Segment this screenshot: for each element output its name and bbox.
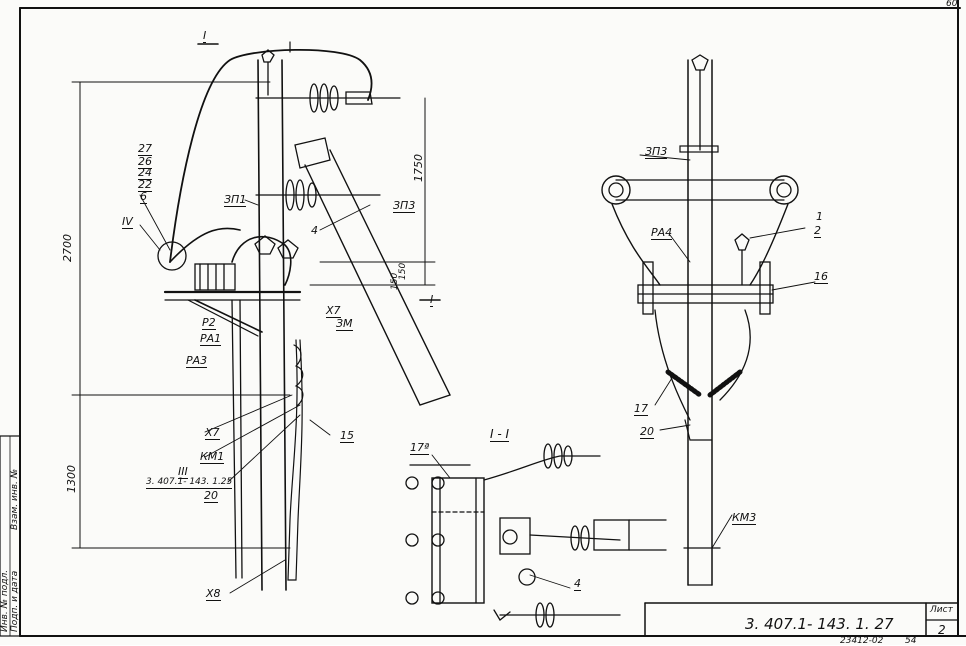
callout-2: 2 xyxy=(814,224,821,238)
callout-pa3: РА3 xyxy=(186,354,208,368)
drawing-code: 3. 407.1- 143. 1. 27 xyxy=(745,615,894,633)
callout-6: 6 xyxy=(140,190,147,204)
side-view xyxy=(71,41,451,594)
section-mark-bottom: I xyxy=(430,293,434,307)
callout-4-side: 4 xyxy=(311,224,318,237)
callout-27: 27 xyxy=(138,142,152,156)
dimension-upper: 1750 xyxy=(412,154,425,182)
section-mark-top: I xyxy=(203,29,207,43)
callout-reference: 3. 407.1- 143. 1.25 xyxy=(146,477,233,489)
callout-km3: КМ3 xyxy=(732,511,757,525)
callout-22: 22 xyxy=(138,178,152,192)
callout-17: 17 xyxy=(634,402,648,416)
callout-17a: 17ª xyxy=(410,441,430,455)
callout-km1: КМ1 xyxy=(200,450,225,464)
callout-x7-bottom: X7 xyxy=(205,426,220,440)
callout-26: 26 xyxy=(138,155,152,169)
callout-pa1: РА1 xyxy=(200,332,222,346)
callout-1: 1 xyxy=(816,210,823,223)
callout-20-side: 20 xyxy=(204,489,218,503)
callout-20-front: 20 xyxy=(640,425,654,439)
callout-zp3-front: ЗП3 xyxy=(645,145,668,159)
dimension-lower: 1300 xyxy=(65,465,78,493)
callout-x8: X8 xyxy=(206,587,221,601)
dimension-gap-2: 150 xyxy=(390,272,400,290)
section-view xyxy=(405,443,667,628)
callout-zm: ЗМ xyxy=(336,317,353,331)
margin-stamp-2: Подп. и дата xyxy=(10,570,20,632)
margin-stamp-3: Взам. инв. № xyxy=(10,468,20,530)
callout-iv: IV xyxy=(122,215,133,229)
callout-zp3: ЗП3 xyxy=(393,199,416,213)
callout-iii: III xyxy=(178,465,188,479)
callout-15: 15 xyxy=(340,429,354,443)
callout-p2: Р2 xyxy=(202,316,216,330)
front-view xyxy=(601,54,816,586)
callout-16: 16 xyxy=(814,270,828,284)
dimension-gap: 150 xyxy=(398,262,408,280)
callout-x7-top: X7 xyxy=(326,304,341,318)
callout-4-section: 4 xyxy=(574,577,581,591)
corner-number: 60 xyxy=(946,0,958,9)
section-title: I - I xyxy=(490,427,510,442)
margin-stamp-1: Инв. № подл. xyxy=(0,569,10,632)
archive-number: 23412-02 xyxy=(840,636,884,646)
sheet-number: 2 xyxy=(938,623,946,637)
callout-24: 24 xyxy=(138,166,152,180)
dimension-overall: 2700 xyxy=(61,234,74,262)
sheet-label: Лист xyxy=(930,605,953,615)
callout-pa4: РА4 xyxy=(651,226,673,240)
format-label: 54 xyxy=(905,636,917,646)
callout-zp1: ЗП1 xyxy=(224,193,247,207)
